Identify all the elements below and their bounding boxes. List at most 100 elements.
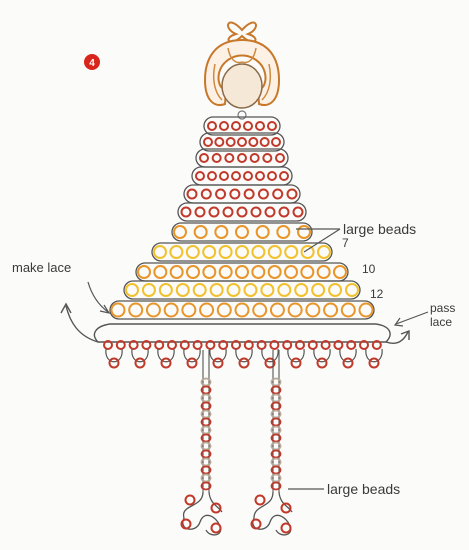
dress-bead bbox=[244, 172, 252, 180]
dress-bead bbox=[252, 266, 264, 278]
dress-bead bbox=[194, 284, 206, 296]
dress-bead bbox=[203, 266, 215, 278]
dress-bead bbox=[224, 208, 233, 217]
dress-bead bbox=[261, 138, 269, 146]
dress-bead bbox=[288, 190, 297, 199]
hair-bow bbox=[228, 23, 256, 42]
dress-bead bbox=[261, 284, 273, 296]
dress-bead bbox=[278, 284, 290, 296]
dress-bead bbox=[268, 172, 276, 180]
lace-band bbox=[94, 324, 390, 342]
lace-hanging-bead bbox=[344, 359, 353, 368]
lace-loop bbox=[210, 349, 226, 362]
dress-bead bbox=[244, 122, 252, 130]
dress-bead bbox=[203, 246, 215, 258]
step-number: 4 bbox=[89, 58, 95, 69]
dress-bead bbox=[227, 138, 235, 146]
dress-bead bbox=[324, 304, 337, 317]
dress-bead bbox=[306, 304, 319, 317]
dress-bead bbox=[177, 284, 189, 296]
lace-loop bbox=[314, 349, 330, 362]
lace-hanging-bead bbox=[292, 359, 301, 368]
dress-bead bbox=[295, 284, 307, 296]
foot-bead bbox=[186, 496, 195, 505]
row-count-7: 7 bbox=[342, 236, 349, 250]
lace-loop bbox=[158, 349, 174, 362]
dress-bead bbox=[301, 266, 313, 278]
dress-bead bbox=[208, 122, 216, 130]
pass-lace-label: pass lace bbox=[430, 301, 459, 329]
foot-bead bbox=[282, 524, 291, 533]
step-badge: 4 bbox=[84, 54, 100, 70]
dress-bead bbox=[312, 284, 324, 296]
dress-row-wire bbox=[196, 149, 288, 167]
dress-bead bbox=[266, 208, 275, 217]
lace-loop bbox=[106, 349, 122, 362]
lace-hanging-bead bbox=[370, 359, 379, 368]
dress-bead bbox=[187, 246, 199, 258]
dress-bead bbox=[346, 284, 358, 296]
dress-bead bbox=[225, 154, 233, 162]
dress-bead bbox=[269, 266, 281, 278]
dress-bead bbox=[298, 226, 310, 238]
dress-bead bbox=[318, 266, 330, 278]
dress-bead bbox=[143, 284, 155, 296]
lace-hanging-bead bbox=[188, 359, 197, 368]
dress-bead bbox=[285, 246, 297, 258]
dress-bead bbox=[252, 208, 261, 217]
dress-bead bbox=[280, 172, 288, 180]
dress-bead bbox=[160, 284, 172, 296]
dress-bead bbox=[245, 190, 254, 199]
dress-bead bbox=[268, 122, 276, 130]
dress-bead bbox=[215, 226, 227, 238]
lace-hanging-bead bbox=[318, 359, 327, 368]
dress-bead bbox=[188, 190, 197, 199]
dress-bead bbox=[253, 304, 266, 317]
dress-bead bbox=[230, 190, 239, 199]
dress-bead bbox=[213, 154, 221, 162]
neck-bead bbox=[238, 111, 246, 119]
dress-bead bbox=[244, 284, 256, 296]
dress-bead bbox=[236, 246, 248, 258]
dress-bead bbox=[236, 304, 249, 317]
dress-bead bbox=[195, 226, 207, 238]
dress-bead bbox=[154, 266, 166, 278]
dress-bead bbox=[329, 284, 341, 296]
dress-bead bbox=[154, 246, 166, 258]
dress-bead bbox=[170, 246, 182, 258]
dress-bead bbox=[285, 266, 297, 278]
dress-bead bbox=[334, 266, 346, 278]
dress-bead bbox=[289, 304, 302, 317]
doll-head bbox=[205, 23, 279, 119]
row-count-10: 10 bbox=[362, 262, 376, 276]
dress-bead bbox=[220, 172, 228, 180]
lace-hanging-bead bbox=[162, 359, 171, 368]
dress-bead bbox=[256, 172, 264, 180]
dress-bead bbox=[269, 246, 281, 258]
dress-bead bbox=[171, 266, 183, 278]
dress-bead bbox=[294, 208, 303, 217]
lace-hanging-bead bbox=[214, 359, 223, 368]
dress-bead bbox=[263, 154, 271, 162]
lace-loop bbox=[236, 349, 252, 362]
dress-bead bbox=[318, 246, 330, 258]
dress-bead bbox=[256, 122, 264, 130]
doll-legs bbox=[182, 350, 293, 535]
pass-lace-pointer bbox=[396, 312, 428, 324]
dress-bead bbox=[236, 266, 248, 278]
dress-bead bbox=[196, 172, 204, 180]
dress-row-wire bbox=[178, 203, 306, 221]
dress-bead bbox=[138, 266, 150, 278]
dress-bead bbox=[251, 154, 259, 162]
dress-bead bbox=[200, 304, 213, 317]
dress-bead bbox=[360, 304, 373, 317]
make-lace-label: make lace bbox=[12, 260, 71, 275]
dress-bead bbox=[202, 190, 211, 199]
dress-bead bbox=[211, 284, 223, 296]
dress-bead bbox=[238, 138, 246, 146]
dress-bead bbox=[257, 226, 269, 238]
dress-bead bbox=[126, 284, 138, 296]
lace-loop bbox=[366, 349, 382, 362]
foot-bead bbox=[256, 496, 265, 505]
